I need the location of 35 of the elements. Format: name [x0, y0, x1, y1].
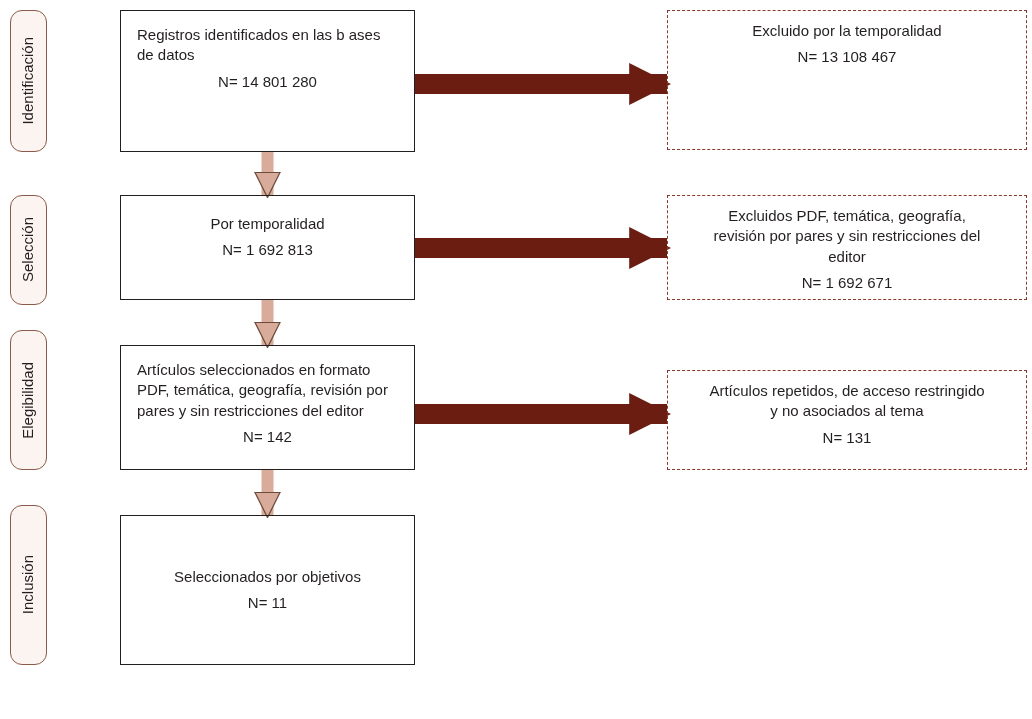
count-text: N= 131 — [822, 427, 872, 448]
block-arrow — [415, 393, 672, 435]
stage-label — [10, 505, 47, 665]
count-text: N= 1 692 813 — [222, 240, 313, 261]
process-box — [120, 195, 415, 300]
process-box — [120, 10, 415, 152]
box-text: Registros identificados en las b ases de datos — [137, 25, 382, 66]
process-box — [120, 515, 415, 665]
box-text: Artículos repetidos, de acceso restringido y no asociados al tema — [708, 381, 986, 422]
box-text: Excluidos PDF, temática, geografía, revisión por pares y sin restricciones del editor — [712, 206, 982, 267]
block-arrow — [254, 300, 281, 349]
count-text: N= 142 — [243, 426, 292, 447]
block-arrow — [415, 63, 672, 105]
count-text: N= 1 692 671 — [801, 272, 893, 293]
block-arrow — [254, 152, 281, 199]
box-text: Seleccionados por objetivos — [174, 566, 361, 587]
box-text: Por temporalidad — [210, 214, 325, 234]
count-text: N= 14 801 280 — [218, 71, 317, 92]
box-text: Excluido por la temporalidad — [752, 21, 942, 41]
count-text: N= 11 — [247, 593, 288, 613]
exclusion-box — [667, 195, 1027, 300]
stage-name: Selección — [18, 217, 38, 283]
count-text: N= 13 108 467 — [797, 47, 897, 68]
stage-label — [10, 195, 47, 305]
exclusion-box — [667, 10, 1027, 150]
stage-label — [10, 330, 47, 470]
block-arrow — [415, 227, 672, 269]
stage-name: Inclusión — [18, 555, 38, 615]
block-arrow — [254, 470, 281, 519]
process-box — [120, 345, 415, 470]
exclusion-box — [667, 370, 1027, 470]
stage-name: Identificación — [18, 37, 38, 125]
stage-name: Elegibilidad — [18, 361, 38, 439]
stage-label — [10, 10, 47, 152]
box-text: Artículos seleccionados en formato PDF, temática, geografía, revisión por pares y sin restricciones del editor — [137, 360, 389, 421]
